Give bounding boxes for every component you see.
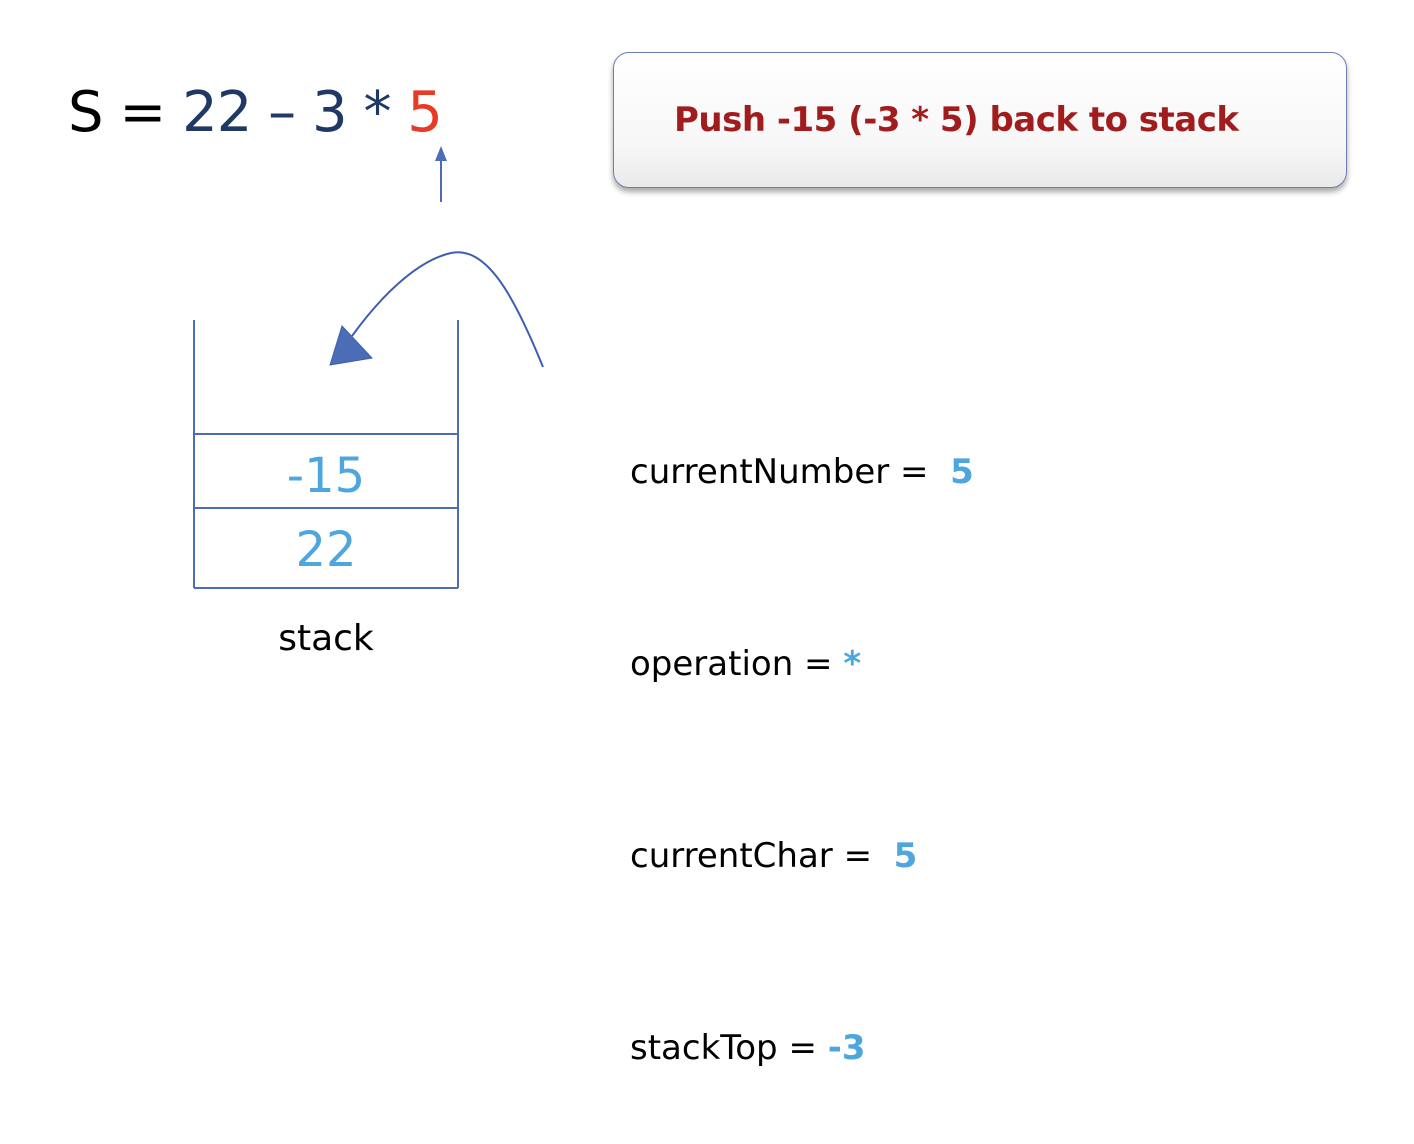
expression-current-operand: 5	[407, 80, 443, 145]
step-callout-text: Push -15 (-3 * 5) back to stack	[674, 100, 1239, 140]
variable-name: operation =	[630, 644, 844, 684]
expression-times: *	[363, 80, 391, 145]
expression-lhs: S	[68, 80, 104, 145]
expression-minus: –	[268, 80, 296, 145]
step-callout: Push -15 (-3 * 5) back to stack	[613, 52, 1347, 188]
expression-operand-1: 22	[182, 80, 252, 145]
push-arrow-head	[329, 325, 374, 366]
variable-row-stack-top: stackTop = -3	[630, 1016, 974, 1080]
variable-name: stackTop =	[630, 1028, 828, 1068]
stack-cell-bottom: 22	[295, 522, 357, 578]
variable-row-operation: operation = *	[630, 632, 974, 696]
diagram-graphics	[193, 146, 544, 589]
variable-name: currentChar =	[630, 836, 883, 876]
stack-label: stack	[278, 618, 374, 659]
variable-value: *	[843, 644, 862, 684]
variable-name: currentNumber =	[630, 452, 940, 492]
variables-panel: currentNumber = 5 operation = * currentC…	[630, 312, 974, 1144]
expression-operand-2: 3	[311, 80, 348, 145]
expression-equals: =	[119, 80, 166, 145]
pointer-arrow-head	[435, 146, 447, 161]
variable-value: -3	[827, 1028, 866, 1068]
expression: S = 22 – 3 * 5	[68, 78, 443, 148]
push-arrow-curve	[351, 251, 544, 368]
variable-row-current-number: currentNumber = 5	[630, 440, 974, 504]
variable-row-current-char: currentChar = 5	[630, 824, 974, 888]
variable-value: 5	[893, 836, 918, 876]
stack-cell-top: -15	[286, 448, 366, 504]
variable-value: 5	[950, 452, 974, 492]
